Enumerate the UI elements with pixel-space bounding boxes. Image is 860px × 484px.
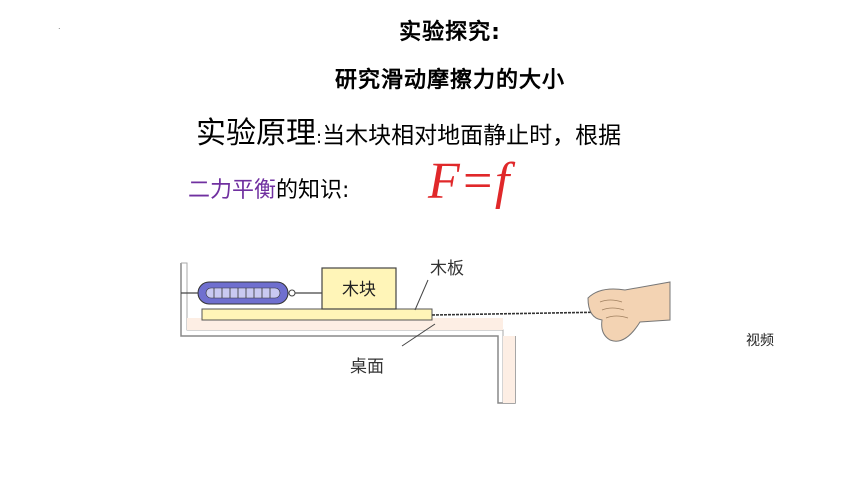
video-link[interactable]: 视频 [746,333,774,349]
table-top-shade [187,318,503,330]
pull-cord [431,311,616,319]
principle-separator: : [316,127,323,148]
scale-right-hook [288,289,296,297]
principle-text: 当木块相对地面静止时，根据 [322,123,622,149]
decorative-dot: . [58,22,61,31]
table-label: 桌面 [350,357,384,377]
balance-text: 的知识: [276,178,350,203]
hand-fingers [599,299,629,319]
principle-line: 实验原理:当木块相对地面静止时，根据 [196,108,621,152]
slide-subtitle: 研究滑动摩擦力的大小 [334,68,565,93]
friction-apparatus-diagram: 木块 木板 桌面 [180,259,671,404]
table-label-leader [401,323,436,347]
hand [587,281,671,342]
spring-scale-ticks [213,288,271,298]
spring-scale-window [205,287,281,299]
wooden-block [321,267,397,310]
board-label: 木板 [430,259,464,279]
table-leg-shade [503,336,515,403]
principle-heading: 实验原理 [196,116,316,151]
balance-highlight: 二力平衡 [188,178,277,203]
block-label: 木块 [342,280,376,300]
formula: F=f [428,153,510,210]
wooden-board [201,308,433,321]
balance-line: 二力平衡的知识: [188,172,349,204]
slide-title: 实验探究: [399,20,501,45]
board-label-leader [414,279,429,311]
